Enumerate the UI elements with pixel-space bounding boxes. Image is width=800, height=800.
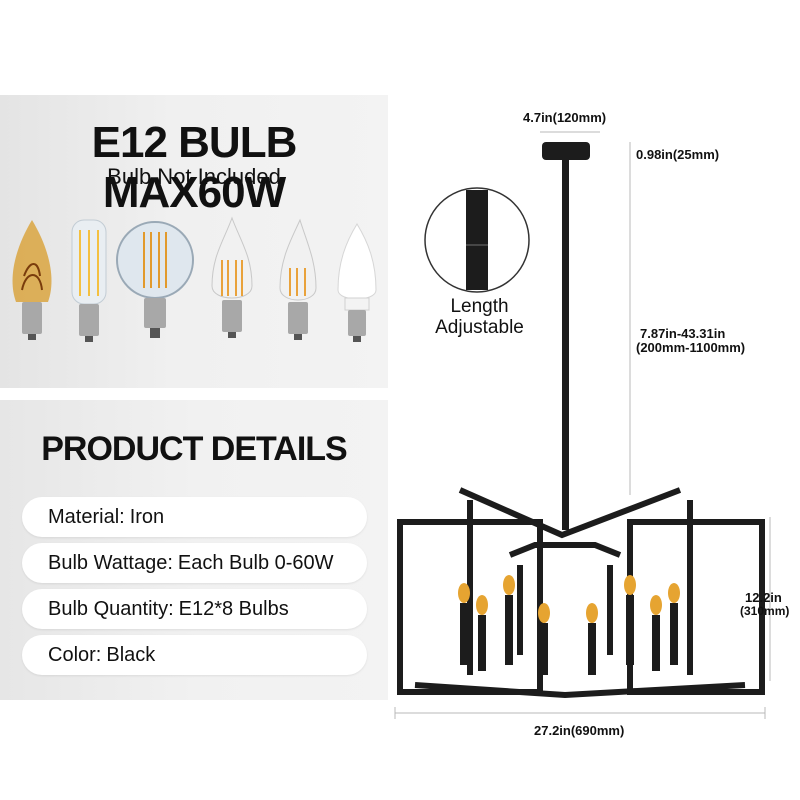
length-label-line1: Length xyxy=(450,296,509,317)
canopy-width-label: 4.7in(120mm) xyxy=(523,110,607,125)
rod-length-mm-label: (200mm-1100mm) xyxy=(636,340,746,355)
canopy-height-label: 0.98in(25mm) xyxy=(636,147,720,162)
spec-value: Iron xyxy=(129,505,165,528)
spec-label: Material: xyxy=(48,505,125,528)
globe-bulb-icon xyxy=(116,221,194,338)
fixture-height-mm-label: (310mm) xyxy=(740,604,790,618)
spec-color: Color: Black xyxy=(22,635,367,675)
spec-label: Color: xyxy=(48,643,102,666)
bulb-subline: Bulb Not Included xyxy=(107,164,281,189)
spec-label: Bulb Quantity: xyxy=(48,597,174,620)
led-candle-bulb-icon xyxy=(337,223,377,342)
bent-tip-candle-bulb-icon xyxy=(279,218,317,340)
bulb-headline: E12 BULB MAX60W xyxy=(91,118,298,217)
spec-list: Material: Iron Bulb Wattage: Each Bulb 0… xyxy=(22,497,367,681)
spec-value: Each Bulb 0-60W xyxy=(177,551,334,574)
spiral-amber-bulb-icon xyxy=(12,220,52,340)
fixture-height-label: 12.2in xyxy=(745,590,782,605)
spec-label: Bulb Wattage: xyxy=(48,551,173,574)
rod-length-label: 7.87in-43.31in xyxy=(640,326,726,341)
spec-material: Material: Iron xyxy=(22,497,367,537)
spec-value: E12*8 Bulbs xyxy=(178,597,289,620)
fixture-width-label: 27.2in(690mm) xyxy=(534,723,625,738)
spec-bulb-wattage: Bulb Wattage: Each Bulb 0-60W xyxy=(22,543,367,583)
bulb-lineup xyxy=(12,216,377,342)
product-details-title: PRODUCT DETAILS xyxy=(41,430,347,468)
bulb-info-panel xyxy=(0,95,388,388)
canopy-and-rod xyxy=(542,142,590,530)
chandelier-frames xyxy=(397,487,765,699)
candle-flames xyxy=(458,575,680,623)
length-adjustable-label: Length Adjustable xyxy=(412,296,547,338)
spec-value: Black xyxy=(106,643,156,666)
tubular-bulb-icon xyxy=(71,219,107,342)
rod-detail-magnifier xyxy=(424,187,530,293)
dimension-lines xyxy=(394,131,771,719)
length-label-line2: Adjustable xyxy=(435,317,524,338)
chandelier-diagram xyxy=(394,131,771,719)
candle-sockets xyxy=(460,595,678,675)
flame-tip-bulb-icon xyxy=(211,216,253,338)
spec-bulb-quantity: Bulb Quantity: E12*8 Bulbs xyxy=(22,589,367,629)
